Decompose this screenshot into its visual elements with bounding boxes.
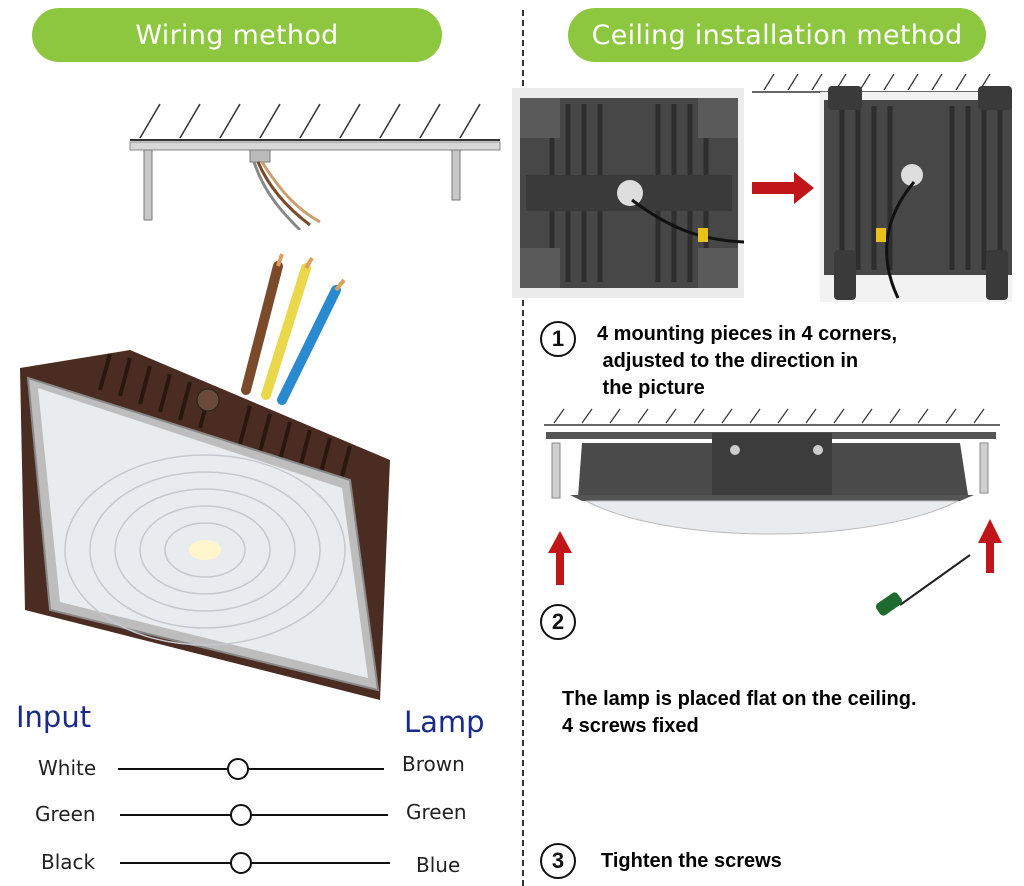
input-label-white: White bbox=[38, 756, 97, 780]
lamp-fixture-illustration bbox=[20, 253, 390, 700]
step-1-line-3: the picture bbox=[597, 377, 705, 399]
step-2-line-2: 4 screws fixed bbox=[562, 715, 699, 737]
wire-connector-knot bbox=[227, 758, 249, 780]
lamp-label-brown: Brown bbox=[402, 752, 465, 776]
step-number-2: 2 bbox=[540, 604, 576, 640]
lamp-header: Lamp bbox=[404, 705, 485, 739]
section-divider bbox=[522, 10, 524, 886]
side-view-illustration bbox=[544, 408, 1002, 616]
input-label-green: Green bbox=[35, 802, 96, 826]
step-3-text: Tighten the screws bbox=[601, 850, 782, 872]
step-number-1: 1 bbox=[540, 321, 576, 357]
input-header: Input bbox=[16, 700, 92, 734]
step-2-text: The lamp is placed flat on the ceiling. … bbox=[562, 686, 917, 740]
lamp-label-blue: Blue bbox=[416, 853, 461, 877]
input-label-black: Black bbox=[41, 850, 96, 874]
step-1-line-2: adjusted to the direction in bbox=[597, 350, 859, 372]
step-number-3: 3 bbox=[540, 843, 576, 879]
ceiling-installation-header: Ceiling installation method bbox=[568, 8, 986, 62]
step-1-text: 4 mounting pieces in 4 corners, adjusted… bbox=[597, 321, 897, 402]
wire-connector-knot bbox=[230, 852, 252, 874]
mounting-pieces-illustration bbox=[512, 73, 1012, 302]
wire-connector-knot bbox=[230, 804, 252, 826]
step-2-line-1: The lamp is placed flat on the ceiling. bbox=[562, 688, 917, 710]
lamp-label-green: Green bbox=[406, 800, 467, 824]
ceiling-bracket-illustration bbox=[129, 103, 501, 230]
step-1-line-1: 4 mounting pieces in 4 corners, bbox=[597, 323, 898, 345]
wire-connection-line bbox=[120, 814, 388, 816]
wire-connection-line bbox=[120, 862, 390, 864]
wiring-method-header: Wiring method bbox=[32, 8, 442, 62]
wire-connection-line bbox=[118, 768, 384, 770]
